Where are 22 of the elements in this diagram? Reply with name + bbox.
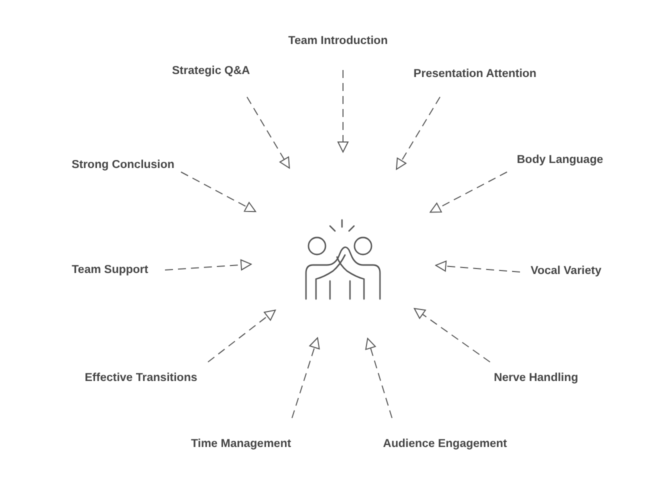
dashed-arrow xyxy=(164,259,252,270)
topic-label: Team Introduction xyxy=(288,35,388,47)
topic-label: Audience Engagement xyxy=(383,438,507,450)
dashed-arrow xyxy=(365,338,392,418)
topic-label: Time Management xyxy=(190,438,292,450)
dashed-arrow xyxy=(292,337,320,418)
dashed-arrow xyxy=(180,172,256,212)
topic-label: Strong Conclusion xyxy=(72,159,174,171)
topic-label: Nerve Handling xyxy=(494,372,578,384)
topic-label: Strategic Q&A xyxy=(172,65,250,77)
topic-label: Effective Transitions xyxy=(84,372,198,384)
topic-label: Presentation Attention xyxy=(414,68,536,80)
dashed-arrow xyxy=(338,70,348,152)
topic-label: Team Support xyxy=(72,264,148,276)
dashed-arrow xyxy=(430,172,508,213)
topic-label: Body Language xyxy=(516,154,604,166)
dashed-arrow xyxy=(246,96,290,169)
dashed-arrow xyxy=(208,310,276,362)
dashed-arrow xyxy=(435,260,520,272)
dashed-arrow xyxy=(396,96,440,170)
topic-label: Vocal Variety xyxy=(530,265,602,277)
dashed-arrow xyxy=(414,308,490,362)
